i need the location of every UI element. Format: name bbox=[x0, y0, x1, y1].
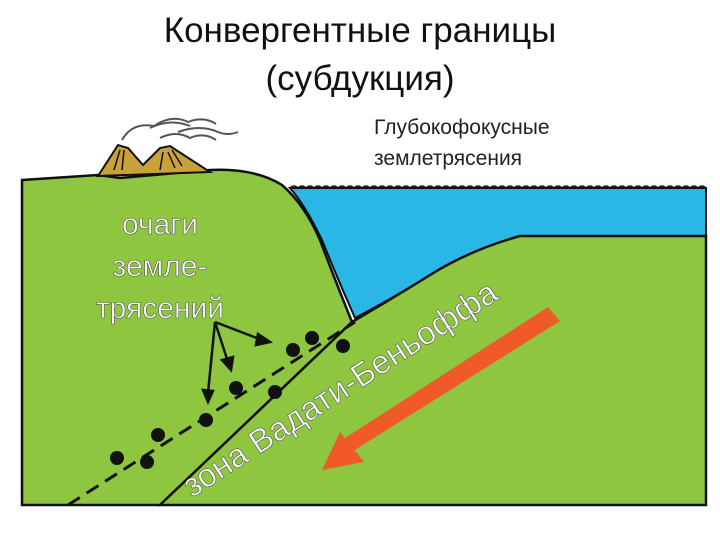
caption-line-2: землетрясения bbox=[374, 147, 523, 170]
focus-dot bbox=[229, 381, 243, 395]
benioff-zone-line bbox=[67, 320, 356, 507]
volcano-icon bbox=[96, 117, 239, 178]
oceanic-plate bbox=[156, 234, 708, 507]
earthquake-foci bbox=[110, 331, 350, 469]
focus-dot bbox=[305, 331, 319, 345]
focus-dot bbox=[151, 428, 165, 442]
foci-label-line-1: очаги bbox=[122, 208, 198, 241]
deep-focus-caption: Глубокофокусные землетрясения bbox=[374, 112, 550, 174]
focus-dot bbox=[286, 343, 300, 357]
focus-dot bbox=[199, 413, 213, 427]
water-surface bbox=[289, 185, 707, 190]
title-line-2: (субдукция) bbox=[265, 59, 455, 98]
title-line-1: Конвергентные границы bbox=[163, 11, 557, 50]
continental-plate bbox=[20, 168, 354, 507]
pointer-arrows bbox=[201, 320, 274, 406]
focus-dot bbox=[268, 385, 282, 399]
focus-dot bbox=[140, 455, 154, 469]
foci-label: очаги земле- трясений bbox=[96, 208, 225, 326]
diagram-title: Конвергентные границы (субдукция) bbox=[0, 8, 720, 102]
focus-dot bbox=[110, 451, 124, 465]
foci-label-line-2: земле- bbox=[113, 250, 208, 283]
foci-label-line-3: трясений bbox=[96, 292, 224, 325]
caption-line-1: Глубокофокусные bbox=[374, 116, 550, 139]
subduction-arrow-icon bbox=[322, 307, 560, 470]
focus-dot bbox=[336, 339, 350, 353]
